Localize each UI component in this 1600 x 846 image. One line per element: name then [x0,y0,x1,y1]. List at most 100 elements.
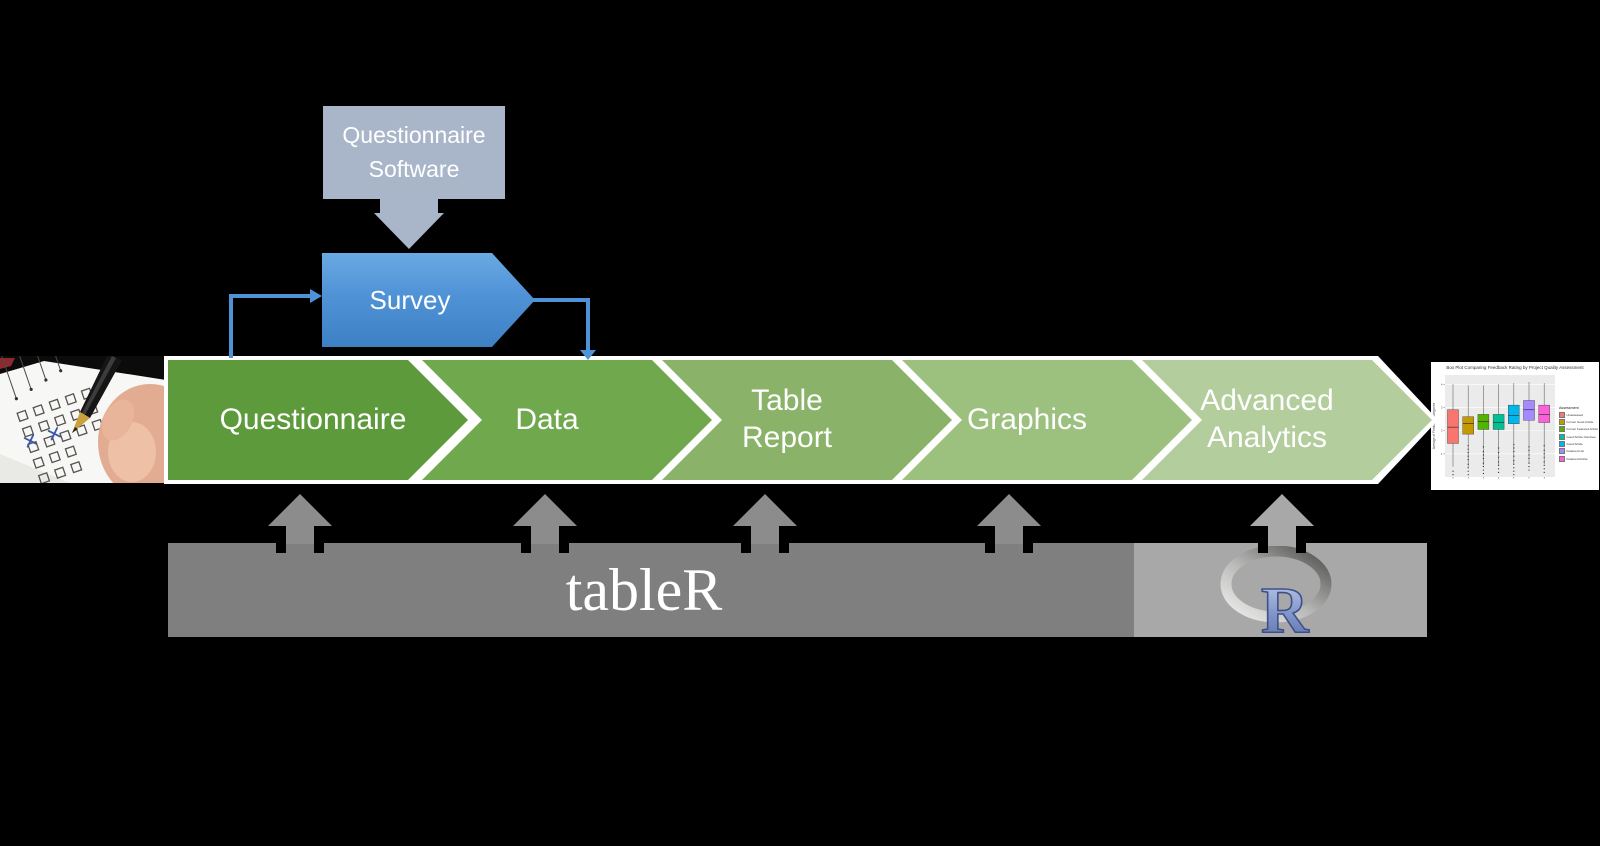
form-line-dot [59,369,63,373]
outlier [1513,467,1515,469]
checkbox [21,425,35,438]
legend-item: Good Article Nominee [1559,433,1599,440]
outlier [1543,461,1545,463]
outlier [1528,449,1530,451]
outlier [1467,459,1469,461]
outlier [1498,468,1500,470]
tabler-label: tableR [565,556,723,623]
form-line-dot [14,397,18,401]
survey-label: Survey [369,284,451,315]
chevron-label-5: Advanced Analytics [1200,384,1334,454]
outlier [1467,445,1469,447]
outlier [1467,448,1469,450]
outlier [1543,445,1545,447]
up-arrow-2 [513,494,577,544]
outlier [1482,462,1484,464]
legend-label: Former Featured Article [1566,427,1599,432]
bar-notch [314,543,324,553]
legend-item: Featured List [1559,448,1599,455]
legend-label: Good Article Nominee [1566,434,1596,439]
bar-notch [741,543,751,553]
legend-item: Former Featured Article [1559,426,1599,433]
outlier [1498,452,1500,454]
checkbox [27,440,40,454]
legend-swatch [1559,448,1565,455]
legend-swatch [1559,411,1565,418]
outlier [1498,447,1500,449]
legend-item: Former Good Article [1559,418,1599,425]
outlier [1528,454,1530,456]
checkbox [69,460,83,474]
outlier [1498,471,1500,473]
y-tick-label: 2 [1441,429,1443,433]
boxplot-title: Box Plot Comparing Feedback Rating by Pr… [1446,365,1584,370]
checkbox [64,445,78,458]
outlier [1543,456,1545,458]
checkbox [37,419,51,433]
outlier [1482,446,1484,448]
box-7 [1538,404,1550,423]
legend-item: Good Article [1559,441,1599,448]
outlier [1482,454,1484,456]
legend-title: Assessment [1559,406,1579,410]
legend-label: Former Good Article [1566,419,1594,424]
form-line [15,356,32,390]
tabler-bar [168,543,1134,637]
box-2 [1462,416,1474,435]
software-box-line2: Software [368,155,460,182]
software-box-line1: Questionnaire [342,122,486,149]
hand [98,384,166,483]
outlier [1543,464,1545,467]
outlier [1467,467,1469,469]
legend-swatch [1559,455,1565,462]
legend-swatch [1559,433,1565,440]
r-logo-ring [1220,546,1332,623]
outlier [1467,452,1469,454]
legend-item: Unassessed [1559,411,1599,418]
survey-shape [322,253,535,347]
connector-questionnaire-to-survey-horizontal [229,294,311,298]
connector-questionnaire-to-survey-vertical [229,296,233,358]
questionnaire-photo [0,356,166,483]
y-tick-label: 3 [1441,405,1443,409]
outlier [1467,470,1469,472]
checkbox [59,429,72,443]
outlier [1452,470,1454,472]
bar-notch [1296,543,1306,553]
software-to-survey-arrow [374,199,444,249]
chevron-label-2: Data [515,402,579,436]
bar-notch [1023,543,1033,553]
outlier [1528,462,1530,464]
outlier [1513,447,1515,449]
outlier [1467,474,1469,476]
form-line [0,356,17,399]
outlier [1528,469,1530,471]
outlier [1498,461,1500,463]
legend-swatch [1559,418,1565,425]
r-logo: R [1220,546,1332,638]
form-line [32,356,47,381]
bar-notch [559,543,569,553]
y-tick-label: 1 [1441,452,1443,456]
outlier [1543,471,1545,473]
box-1 [1447,409,1459,444]
connector-survey-to-data-horizontal [533,298,590,302]
y-tick-label: 4 [1441,382,1443,386]
outlier [1513,450,1515,453]
pen [72,356,122,433]
checkbox [53,466,67,479]
outlier [1482,469,1484,471]
checkbox [64,393,78,406]
up-arrow-1 [268,494,332,544]
bar-notch [521,543,531,553]
chevron-label-3: Table Report [741,384,833,454]
outlier [1513,443,1515,446]
outlier [1543,453,1545,455]
checkbox [48,398,61,412]
checkbox [32,456,45,469]
boxplot-image: Box Plot Comparing Feedback Rating by Pr… [1431,362,1599,490]
